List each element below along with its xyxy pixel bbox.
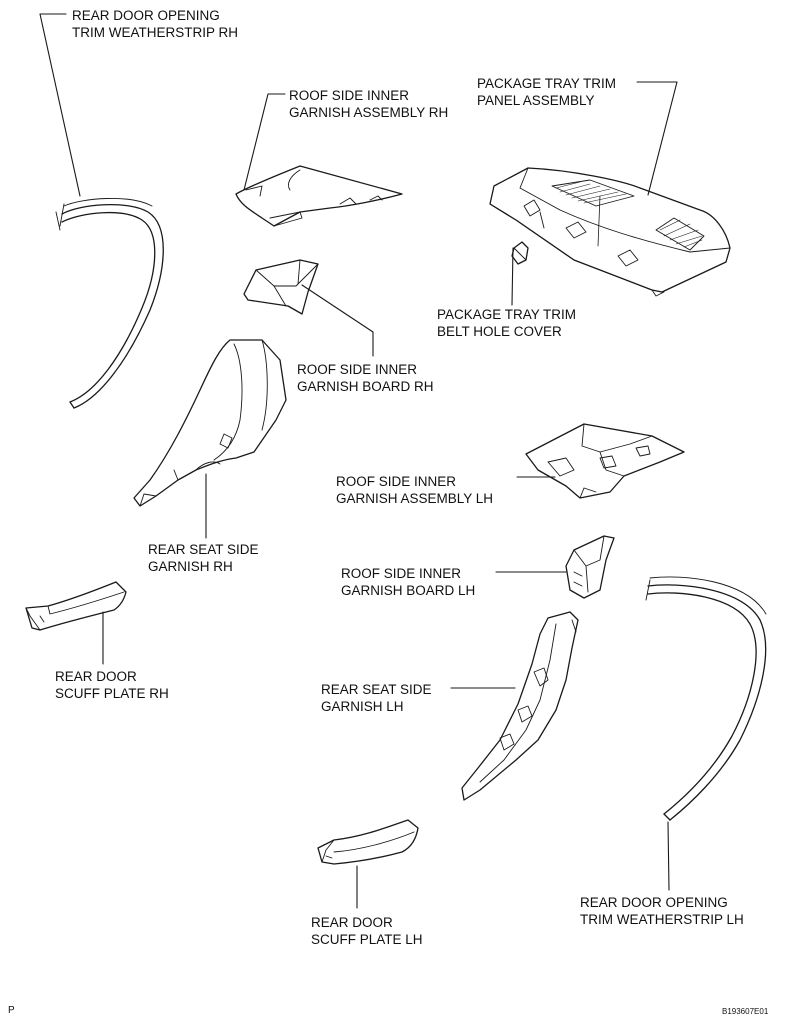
label-rear-seat-side-garnish-rh: REAR SEAT SIDE GARNISH RH [148, 541, 259, 575]
label-line: REAR DOOR [55, 669, 137, 684]
label-line: GARNISH LH [321, 699, 404, 714]
label-line: BELT HOLE COVER [437, 324, 562, 339]
roof-side-inner-garnish-board-lh [565, 535, 615, 599]
label-line: REAR DOOR OPENING [72, 8, 220, 23]
label-roof-side-inner-garnish-board-rh: ROOF SIDE INNER GARNISH BOARD RH [297, 361, 434, 395]
leader-roof-side-inner-garnish-board-rh [301, 284, 374, 357]
label-line: PACKAGE TRAY TRIM [437, 307, 577, 322]
leader-rear-door-opening-rh [39, 13, 81, 197]
roof-side-inner-garnish-assembly-rh [235, 165, 403, 227]
leader-rear-door-opening-lh [667, 821, 670, 891]
label-line: GARNISH ASSEMBLY RH [289, 105, 449, 120]
label-line: TRIM WEATHERSTRIP RH [72, 25, 239, 40]
label-roof-side-inner-garnish-board-lh: ROOF SIDE INNER GARNISH BOARD LH [341, 565, 475, 599]
label-rear-door-opening-trim-weatherstrip-rh: REAR DOOR OPENING TRIM WEATHERSTRIP RH [72, 7, 238, 41]
label-roof-side-inner-garnish-assembly-rh: ROOF SIDE INNER GARNISH ASSEMBLY RH [289, 87, 448, 121]
leader-roof-side-inner-garnish-assembly-rh [243, 93, 286, 191]
label-line: REAR DOOR [311, 915, 393, 930]
weatherstrip-lh [645, 576, 767, 821]
label-line: ROOF SIDE INNER [289, 88, 410, 103]
roof-side-inner-garnish-assembly-lh [525, 423, 685, 499]
label-line: REAR SEAT SIDE [321, 682, 432, 697]
leader-lines [39, 13, 678, 909]
label-line: REAR SEAT SIDE [148, 542, 259, 557]
rear-door-scuff-plate-rh [25, 581, 127, 631]
package-tray-belt-hole-cover [511, 241, 529, 265]
label-roof-side-inner-garnish-assembly-lh: ROOF SIDE INNER GARNISH ASSEMBLY LH [336, 473, 493, 507]
leader-package-tray-trim-panel [636, 81, 678, 196]
package-tray-speaker-grilles [555, 181, 703, 248]
label-line: PACKAGE TRAY TRIM [477, 76, 617, 91]
figure-code: B193607E01 [722, 1007, 769, 1016]
rear-door-scuff-plate-lh [317, 819, 419, 865]
label-rear-seat-side-garnish-lh: REAR SEAT SIDE GARNISH LH [321, 681, 432, 715]
label-line: PANEL ASSEMBLY [477, 93, 595, 108]
corner-mark: P [8, 1005, 15, 1016]
roof-side-inner-garnish-board-rh [243, 259, 319, 315]
label-line: TRIM WEATHERSTRIP LH [580, 912, 744, 927]
label-package-tray-trim-panel-assembly: PACKAGE TRAY TRIM PANEL ASSEMBLY [477, 75, 616, 109]
label-rear-door-scuff-plate-rh: REAR DOOR SCUFF PLATE RH [55, 668, 169, 702]
label-rear-door-opening-trim-weatherstrip-lh: REAR DOOR OPENING TRIM WEATHERSTRIP LH [580, 894, 744, 928]
label-line: SCUFF PLATE LH [311, 932, 423, 947]
label-line: SCUFF PLATE RH [55, 686, 169, 701]
label-line: REAR DOOR OPENING [580, 895, 728, 910]
label-package-tray-trim-belt-hole-cover: PACKAGE TRAY TRIM BELT HOLE COVER [437, 306, 576, 340]
label-rear-door-scuff-plate-lh: REAR DOOR SCUFF PLATE LH [311, 914, 423, 948]
label-line: ROOF SIDE INNER [341, 566, 462, 581]
label-line: ROOF SIDE INNER [297, 362, 418, 377]
label-line: GARNISH RH [148, 559, 233, 574]
label-line: GARNISH ASSEMBLY LH [336, 491, 494, 506]
rear-seat-side-garnish-lh [461, 611, 579, 801]
label-line: GARNISH BOARD LH [341, 583, 476, 598]
package-tray-trim-panel [489, 167, 731, 297]
weatherstrip-rh [55, 198, 164, 409]
rear-seat-side-garnish-rh [133, 339, 287, 507]
label-line: GARNISH BOARD RH [297, 379, 434, 394]
label-line: ROOF SIDE INNER [336, 474, 457, 489]
